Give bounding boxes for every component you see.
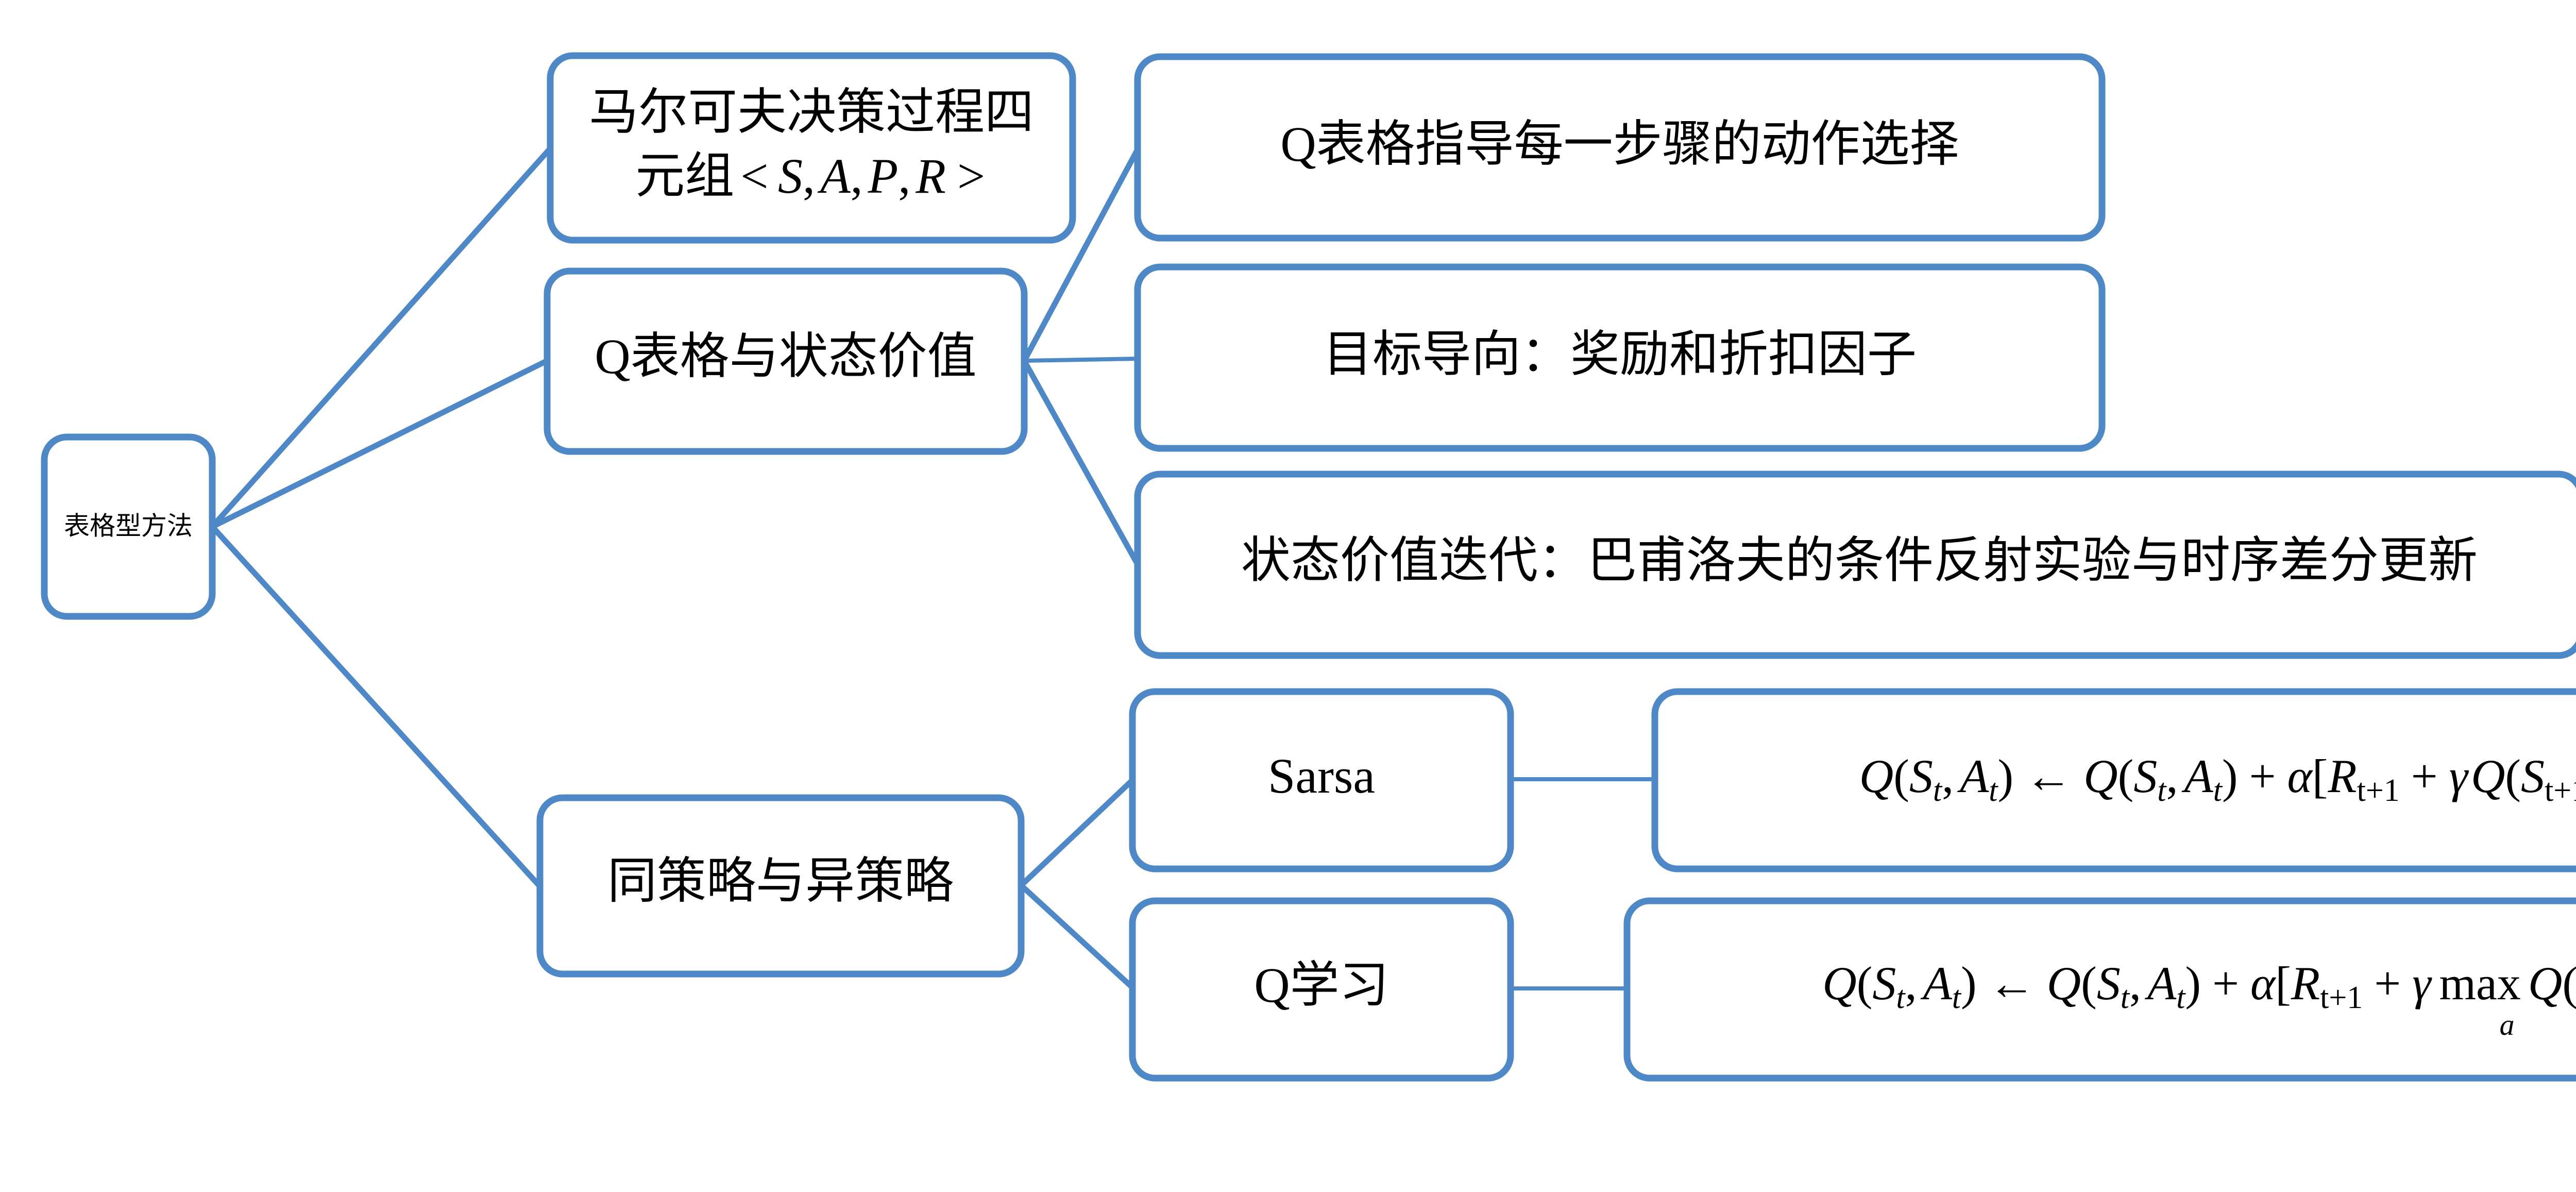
node-goal-box[interactable]: [1134, 263, 2106, 452]
node-sarsa-box[interactable]: [1129, 688, 1514, 872]
node-sarsa[interactable]: Sarsa: [1129, 688, 1514, 872]
node-mdp-box[interactable]: [547, 52, 1076, 244]
node-qlearning-formula-box[interactable]: [1623, 897, 2576, 1082]
node-mdp-label-line1: 马尔可夫决策过程四: [589, 85, 1034, 140]
node-q-action[interactable]: Q表格指导每一步骤的动作选择: [1134, 53, 2106, 242]
connector-policy-to-sarsa: [1019, 777, 1136, 887]
node-goal-label: 目标导向：奖励和折扣因子: [1323, 327, 1917, 382]
node-q-action-box[interactable]: [1134, 53, 2106, 242]
node-sarsa-formula-box[interactable]: [1651, 688, 2576, 872]
connector-group-qtable: [1022, 148, 1140, 566]
connector-qtable-to-goal: [1024, 357, 1138, 363]
node-policy[interactable]: 同策略与异策略: [536, 794, 1025, 978]
connector-group-policy: [1019, 777, 1136, 991]
node-qlearning-formula-max-subscript: a: [2500, 1008, 2515, 1042]
node-sarsa-formula-text: Q(St,At)←Q(St,At)+α[Rt+1+γQ(St+1,At+1)−Q…: [1859, 750, 2576, 808]
node-qtable[interactable]: Q表格与状态价值: [544, 267, 1028, 455]
node-root-box[interactable]: [41, 433, 216, 620]
node-qlearning-label: Q学习: [1254, 958, 1388, 1013]
node-root[interactable]: 表格型方法: [41, 433, 216, 620]
node-policy-label: 同策略与异策略: [607, 853, 954, 909]
node-q-action-label: Q表格指导每一步骤的动作选择: [1280, 116, 1959, 172]
node-sarsa-label: Sarsa: [1268, 748, 1375, 803]
connector-group-root: [210, 146, 553, 888]
connector-policy-to-qlearning: [1019, 883, 1136, 991]
node-qlearning-formula-text: Q(St,At)←Q(St,At)+α[Rt+1+γmaxQ(St+1,a)−Q…: [1822, 957, 2576, 1015]
node-goal[interactable]: 目标导向：奖励和折扣因子: [1134, 263, 2106, 452]
node-qlearning-box[interactable]: [1129, 897, 1514, 1082]
node-root-label: 表格型方法: [64, 511, 193, 540]
connector-root-to-policy: [210, 525, 543, 888]
connector-qtable-to-value-iter: [1022, 359, 1140, 566]
connector-root-to-qtable: [211, 358, 549, 529]
node-value-iter-label: 状态价值迭代：巴甫洛夫的条件反射实验与时序差分更新: [1241, 533, 2478, 588]
connector-group-formulas: [1511, 777, 1655, 990]
node-qlearning[interactable]: Q学习: [1129, 897, 1514, 1082]
node-sarsa-formula[interactable]: Q(St,At)←Q(St,At)+α[Rt+1+γQ(St+1,At+1)−Q…: [1651, 688, 2576, 872]
node-qtable-box[interactable]: [544, 267, 1028, 455]
node-value-iter-box[interactable]: [1134, 471, 2576, 659]
node-mdp[interactable]: 马尔可夫决策过程四 元组<S,A,P,R>: [547, 52, 1076, 244]
connector-root-to-mdp: [210, 146, 553, 529]
node-value-iter[interactable]: 状态价值迭代：巴甫洛夫的条件反射实验与时序差分更新: [1134, 471, 2576, 659]
node-qtable-label: Q表格与状态价值: [595, 329, 976, 384]
node-qlearning-formula[interactable]: Q(St,At)←Q(St,At)+α[Rt+1+γmaxQ(St+1,a)−Q…: [1623, 897, 2576, 1082]
node-mdp-label-line2: 元组<S,A,P,R>: [635, 148, 987, 204]
node-policy-box[interactable]: [536, 794, 1025, 978]
connector-qtable-to-q-action: [1022, 148, 1140, 362]
